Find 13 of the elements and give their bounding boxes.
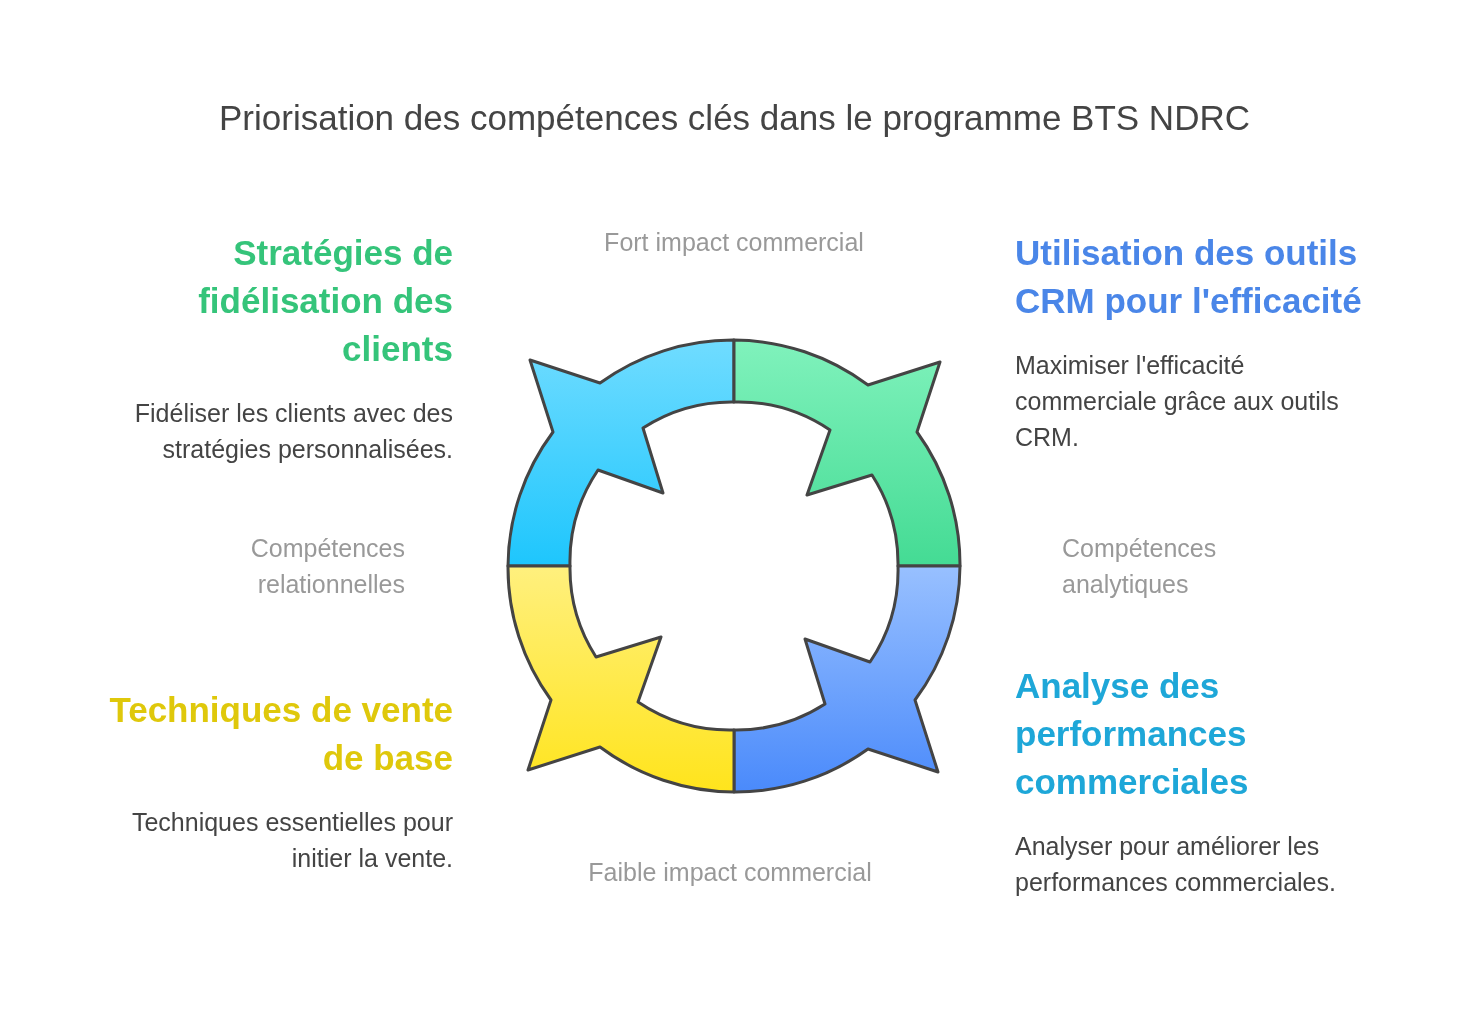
heading: Utilisation des outils CRM pour l'efficacité — [1015, 232, 1363, 322]
title: Priorisation des compétences clés dans le programme BTS NDRC — [218, 98, 1251, 138]
axis-label: Compétences analytiques — [1062, 533, 1218, 600]
description: Analyser pour améliorer les performances commerciales. — [1015, 831, 1337, 898]
description: Techniques essentielles pour initier la vente. — [130, 807, 453, 874]
axis-label: Faible impact commercial — [587, 857, 873, 888]
heading: Stratégies de fidélisation des clients — [197, 232, 453, 370]
description: Maximiser l'efficacité commerciale grâce aux outils CRM. — [1015, 350, 1340, 453]
heading: Techniques de vente de base — [108, 689, 453, 779]
axis-label: Compétences relationnelles — [249, 533, 405, 600]
heading: Analyse des performances commerciales — [1015, 665, 1250, 803]
axis-label: Fort impact commercial — [603, 227, 865, 258]
description: Fidéliser les clients avec des stratégies personnalisées. — [133, 398, 453, 465]
